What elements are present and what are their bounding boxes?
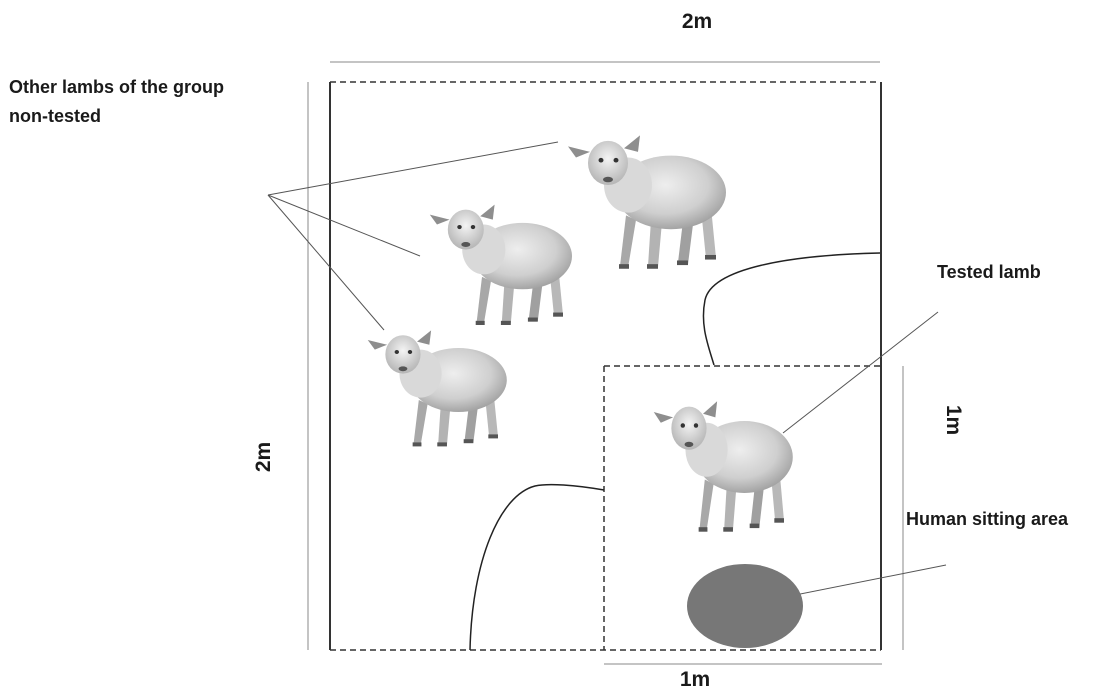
other-lambs-label-line2: non-tested — [9, 106, 101, 126]
top-width-label: 2m — [682, 10, 712, 33]
left-height-label: 2m — [252, 442, 275, 472]
human-area-label: Human sitting area — [906, 509, 1069, 529]
test-area — [603, 365, 881, 650]
other-lambs-label-line1: Other lambs of the group — [9, 77, 224, 97]
lamb-non-tested-3 — [367, 330, 507, 447]
lamb-non-tested-1 — [568, 135, 726, 269]
outer-pen — [329, 81, 882, 651]
human-sitting-area — [687, 564, 803, 648]
right-height-label: 1m — [942, 405, 965, 435]
bottom-width-label: 1m — [680, 668, 710, 690]
lamb-tested — [653, 401, 793, 532]
tested-lamb-label: Tested lamb — [937, 262, 1041, 282]
leader-lines — [267, 141, 947, 606]
lamb-non-tested-2 — [429, 204, 572, 325]
door-arc-right — [702, 252, 881, 366]
door-arc-bottom — [469, 483, 605, 651]
